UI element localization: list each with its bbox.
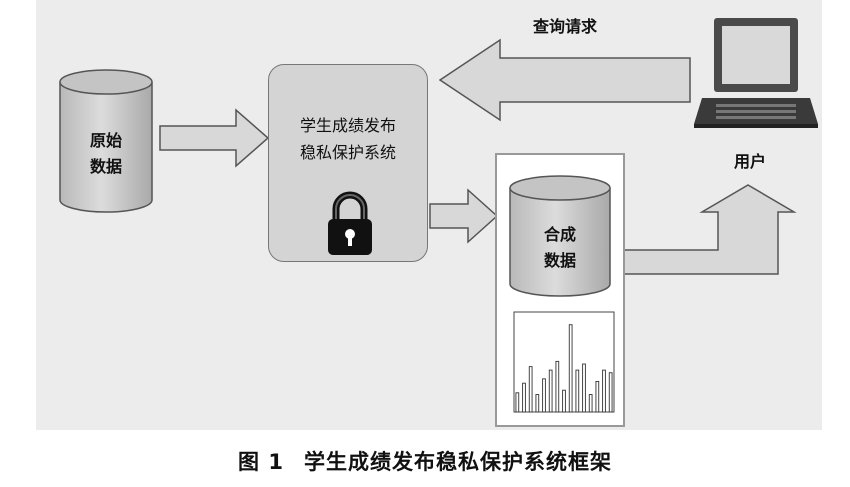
mini-chart-bar: [588, 394, 593, 413]
raw-to-system-arrow: [159, 108, 270, 168]
mini-chart-bar: [568, 324, 573, 413]
system-to-synthetic-arrow: [429, 188, 499, 244]
mini-chart-bar: [562, 389, 566, 413]
mini-chart-bar: [608, 372, 613, 413]
synthetic-data-label: 合成 数据: [543, 225, 576, 270]
figure-caption: 图 1 学生成绩发布稳私保护系统框架: [0, 446, 850, 476]
raw-data-label: 原始 数据: [89, 131, 122, 176]
mini-chart-bar: [542, 378, 546, 413]
mini-chart-bar: [595, 381, 600, 413]
laptop-icon: [694, 18, 818, 128]
mini-chart-bar: [535, 394, 540, 413]
synthetic-data-database-icon: [509, 175, 611, 297]
raw-data-database-icon: [59, 69, 153, 213]
figure-number: 图 1: [238, 450, 284, 474]
bar-chart-icon: [513, 311, 615, 413]
mini-chart-bar: [522, 382, 526, 413]
figure-title: 学生成绩发布稳私保护系统框架: [303, 450, 612, 474]
user-label: 用户: [733, 152, 766, 171]
query-request-label: 查询请求: [532, 17, 597, 36]
mini-chart-bar: [582, 363, 586, 413]
synthetic-to-user-arrow: [623, 184, 797, 275]
query-request-arrow: [438, 38, 691, 122]
mini-chart-bar: [555, 360, 560, 413]
mini-chart-bar: [602, 369, 606, 413]
diagram-canvas: [36, 0, 822, 430]
mini-chart-bar: [575, 369, 580, 413]
mini-chart-bar: [515, 392, 520, 413]
mini-chart-bar: [548, 369, 553, 413]
lock-icon: [328, 191, 372, 255]
mini-chart-bar: [528, 366, 533, 413]
privacy-system-label: 学生成绩发布 稳私保护系统: [299, 116, 396, 162]
